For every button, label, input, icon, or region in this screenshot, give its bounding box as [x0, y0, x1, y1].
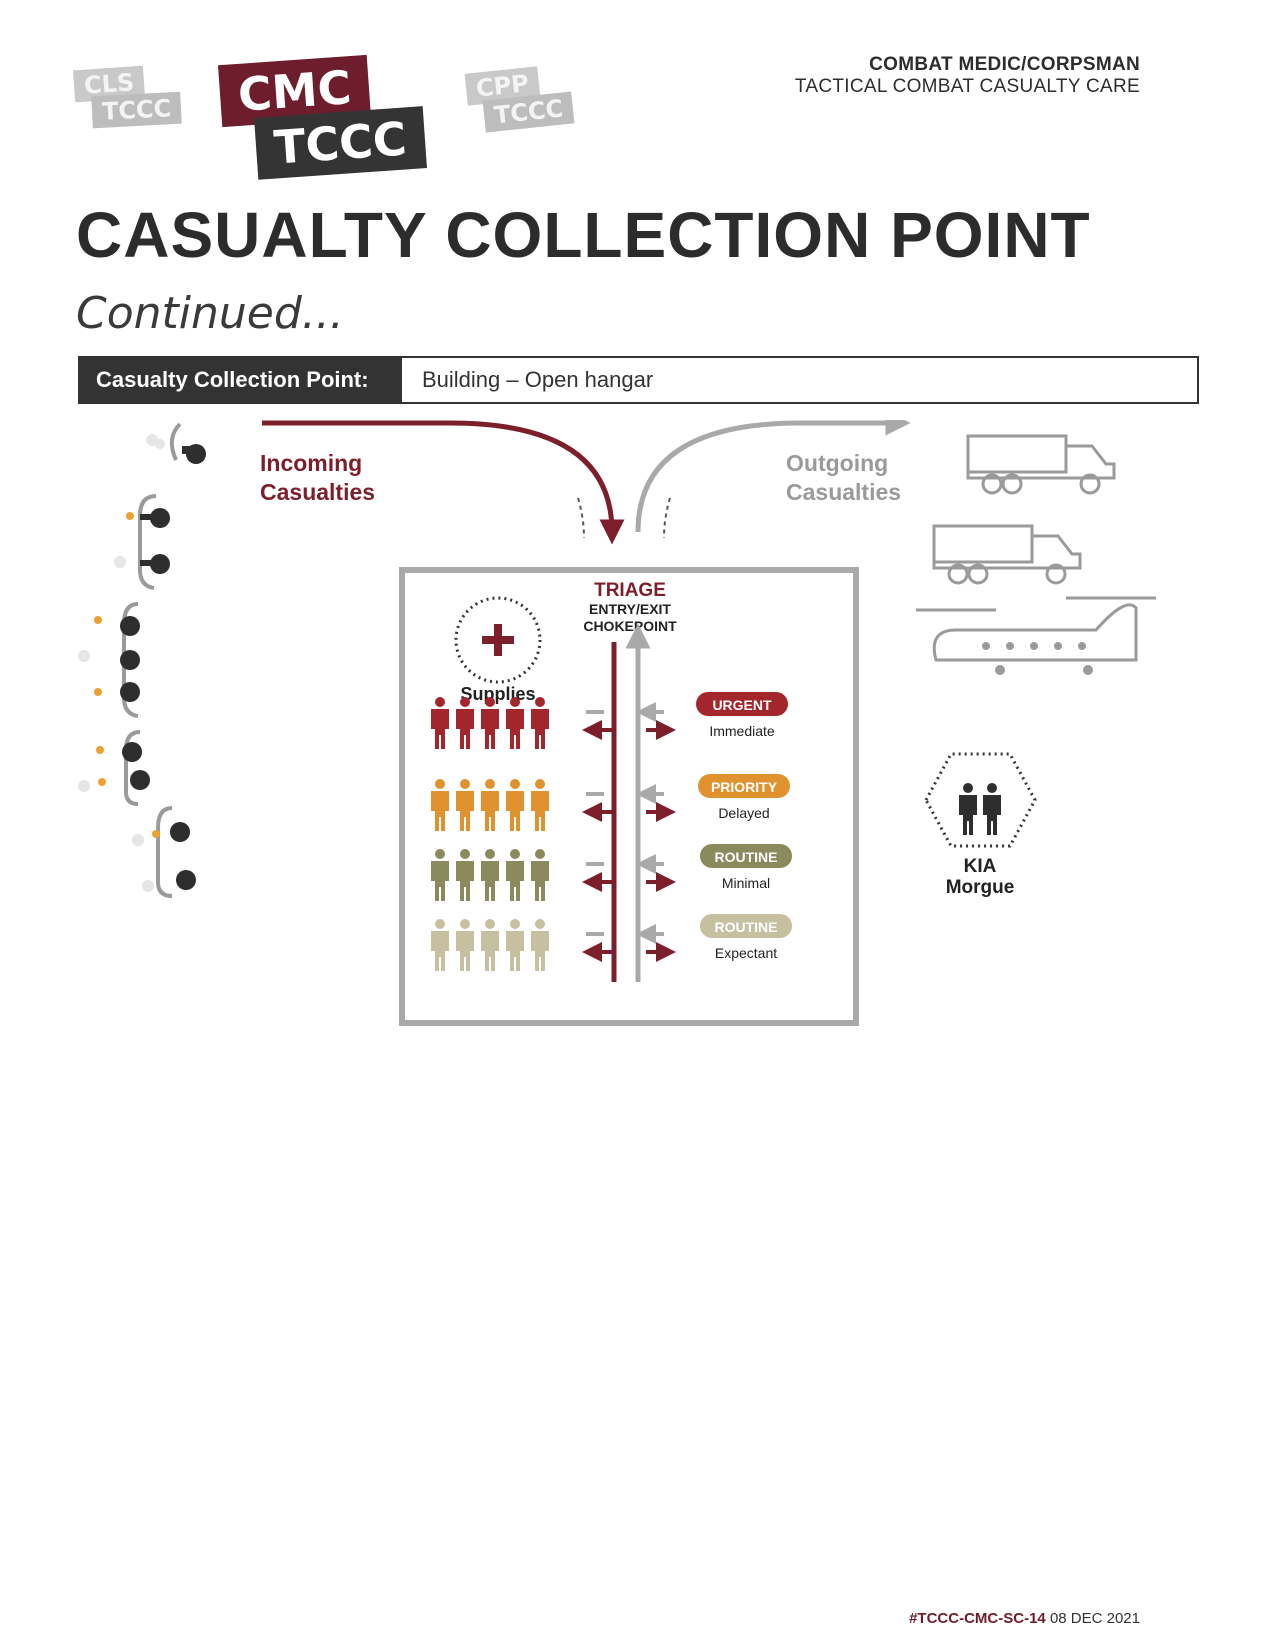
category-desc: Immediate	[709, 723, 775, 739]
person-icon	[456, 779, 474, 831]
category-badge	[700, 914, 792, 938]
person-icon	[456, 697, 474, 749]
triage-label: TRIAGE	[594, 580, 666, 601]
truck-icon	[932, 524, 1082, 585]
cmc-logo-bottom: TCCC	[254, 106, 427, 180]
soldier-icon	[114, 494, 170, 590]
category-badge-label: PRIORITY	[711, 779, 778, 795]
building-frame	[399, 567, 859, 1026]
soldier-icon	[132, 806, 196, 898]
footer-tag: #TCCC-CMC-SC-14	[909, 1610, 1046, 1627]
supplies-label: Supplies	[460, 684, 535, 704]
ccp-type-bar: Casualty Collection Point: Building – Op…	[78, 356, 1199, 404]
footer-date: 08 DEC 2021	[1049, 1610, 1140, 1627]
person-icon	[481, 919, 499, 971]
incoming-arrow	[262, 420, 625, 545]
cls-logo-bottom: TCCC	[91, 91, 182, 129]
header-block: COMBAT MEDIC/CORPSMAN TACTICAL COMBAT CA…	[795, 54, 1140, 98]
category-badge	[700, 844, 792, 868]
chokepoint-label: CHOKEPOINT	[583, 618, 677, 634]
ccp-diagram: Incoming Casualties Outgoing Casualties …	[78, 420, 1156, 1026]
category-badge	[696, 692, 788, 716]
supplies-icon	[454, 596, 542, 684]
person-icon	[531, 919, 549, 971]
person-icon	[456, 919, 474, 971]
category-desc: Expectant	[715, 945, 777, 961]
category-badge-label: ROUTINE	[715, 919, 778, 935]
header-line-2: TACTICAL COMBAT CASUALTY CARE	[794, 76, 1140, 97]
motion-line	[663, 497, 671, 539]
helicopter-icon	[916, 596, 1156, 675]
incoming-label-1: Incoming	[260, 450, 362, 476]
entry-exit-label: ENTRY/EXIT	[589, 601, 671, 617]
person-icon	[431, 919, 449, 971]
soldier-icon	[146, 422, 206, 464]
person-icon	[506, 849, 524, 901]
person-icon	[531, 849, 549, 901]
person-icon	[431, 779, 449, 831]
person-icon	[531, 779, 549, 831]
truck-icon	[966, 434, 1116, 495]
category-badge-label: URGENT	[712, 697, 772, 713]
person-icon	[481, 779, 499, 831]
person-icon	[431, 849, 449, 901]
person-icon	[506, 919, 524, 971]
person-icon	[506, 697, 524, 749]
ccp-value: Building – Open hangar	[422, 367, 654, 392]
footer: #TCCC-CMC-SC-14 08 DEC 2021	[909, 1610, 1140, 1627]
person-icon	[481, 697, 499, 749]
person-icon	[531, 697, 549, 749]
ccp-label: Casualty Collection Point:	[80, 358, 402, 402]
morgue-icon	[924, 752, 1037, 848]
morgue-label: Morgue	[946, 877, 1015, 898]
page-title: CASUALTY COLLECTION POINT	[76, 199, 1091, 271]
outgoing-arrow	[635, 420, 911, 533]
person-icon	[431, 697, 449, 749]
category-badge-label: ROUTINE	[715, 849, 778, 865]
category-desc: Delayed	[718, 805, 769, 821]
soldiers-group	[78, 422, 206, 898]
person-icon	[506, 779, 524, 831]
person-icon	[481, 849, 499, 901]
kia-label: KIA	[964, 856, 997, 877]
outgoing-label-1: Outgoing	[786, 450, 888, 476]
incoming-label-2: Casualties	[260, 479, 375, 505]
person-icon	[456, 849, 474, 901]
category-badge	[698, 774, 790, 798]
outgoing-label-2: Casualties	[786, 479, 901, 505]
header-line-1: COMBAT MEDIC/CORPSMAN	[869, 54, 1140, 75]
page-subtitle: Continued...	[76, 288, 344, 339]
soldier-icon	[78, 730, 150, 806]
category-desc: Minimal	[722, 875, 770, 891]
soldier-icon	[78, 602, 140, 718]
motion-line	[577, 497, 585, 539]
